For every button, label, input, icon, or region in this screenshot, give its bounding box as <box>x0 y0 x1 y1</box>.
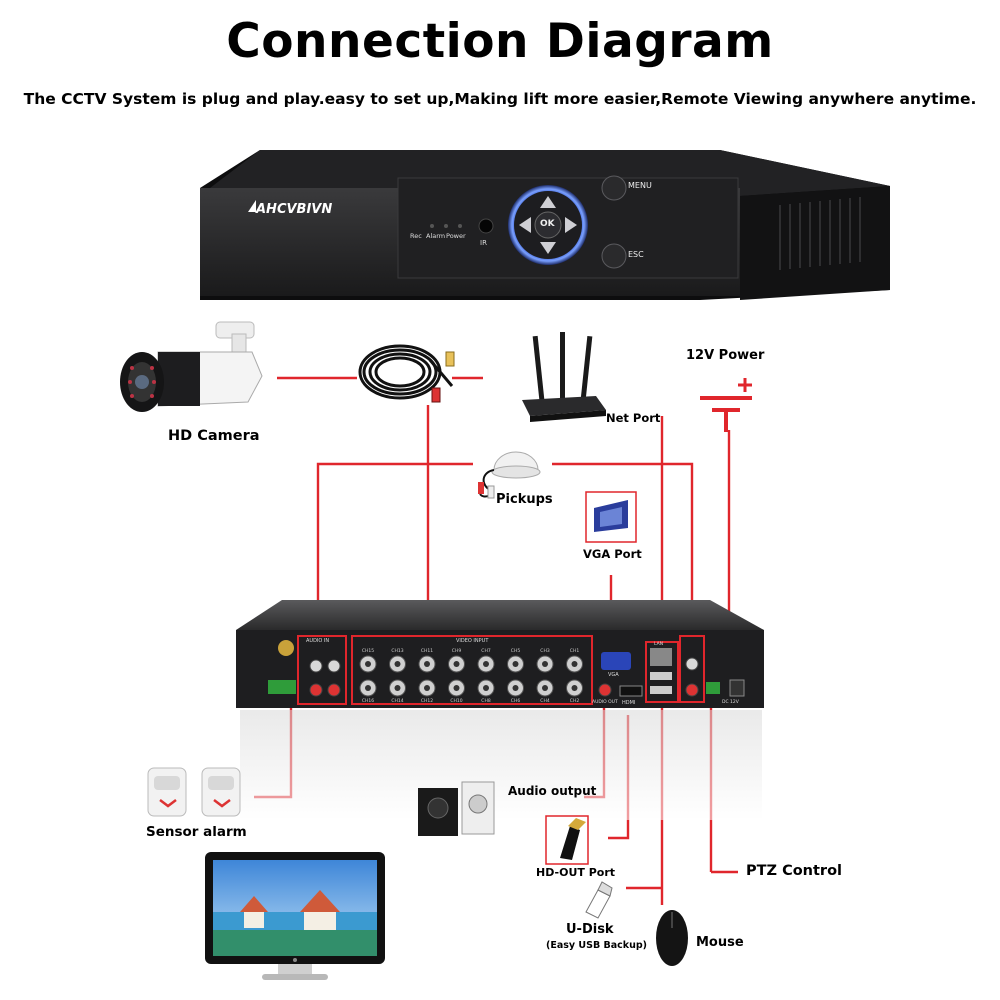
video-input-label: VIDEO INPUT <box>456 638 489 644</box>
dvr-front <box>200 150 890 300</box>
pickups-label: Pickups <box>496 492 553 507</box>
esc-label: ESC <box>628 250 644 259</box>
channel-label: CH12 <box>421 698 433 704</box>
hdmi-plug-icon <box>545 815 589 865</box>
channel-label: CH16 <box>362 698 374 704</box>
esc-button[interactable] <box>601 243 627 269</box>
power-indicator-label: Power <box>446 232 466 240</box>
audio-out-label: AUDIO OUT <box>592 700 618 705</box>
bnc-pin <box>365 661 371 667</box>
page-subtitle: The CCTV System is plug and play.easy to… <box>23 90 977 108</box>
bnc-pin <box>424 685 430 691</box>
page-title: Connection Diagram <box>226 14 774 69</box>
brand-logo-mark <box>248 200 256 212</box>
bnc-pin <box>542 661 548 667</box>
channel-label: CH14 <box>391 698 403 704</box>
ptz-control-label: PTZ Control <box>746 863 843 879</box>
bnc-pin <box>394 661 401 667</box>
camera-icon <box>120 321 263 412</box>
bnc-pin <box>542 685 548 691</box>
channel-label: CH15 <box>362 648 374 654</box>
channel-label: CH2 <box>570 698 580 704</box>
channel-label: CH8 <box>481 698 491 704</box>
bnc-pin <box>512 685 519 691</box>
bnc-pin <box>483 661 489 667</box>
dpad-ring <box>508 185 588 265</box>
u-disk-note: (Easy USB Backup) <box>546 940 648 951</box>
bnc-pin <box>512 661 519 667</box>
channel-label: CH11 <box>421 648 433 654</box>
microphone-icon <box>478 451 541 499</box>
sensor-alarm-icon <box>147 767 241 817</box>
dc-port-label: DC 12V <box>722 700 739 705</box>
mouse-icon <box>656 910 688 966</box>
vga-connector-icon <box>585 491 637 543</box>
menu-label: MENU <box>628 181 652 190</box>
channel-label: CH5 <box>511 648 521 654</box>
bnc-pin <box>394 685 401 691</box>
bnc-pin <box>571 661 578 667</box>
ok-button-label[interactable]: OK <box>540 219 555 229</box>
vga-port-label: VGA <box>608 672 619 678</box>
monitor-icon <box>205 852 385 980</box>
channel-label: CH9 <box>452 648 462 654</box>
cable-coil-icon <box>358 344 455 403</box>
audio-output-label: Audio output <box>508 784 597 798</box>
u-disk-label: U-Disk <box>566 922 614 937</box>
menu-button[interactable] <box>601 175 627 201</box>
ir-sensor <box>478 218 494 234</box>
bnc-row-bottom: CH16 CH14 CH12 CH10 CH8 CH6 CH4 CH2 <box>359 679 583 704</box>
bnc-pin <box>453 685 460 691</box>
router-icon <box>522 332 606 422</box>
bnc-pin <box>453 661 460 667</box>
channel-label: CH10 <box>450 698 462 704</box>
channel-label: CH7 <box>481 648 491 654</box>
speakers-icon <box>418 781 495 836</box>
hd-out-port-label: HD-OUT Port <box>536 866 616 879</box>
power-label: 12V Power <box>686 348 765 363</box>
ir-label: IR <box>480 239 487 247</box>
audio-in-label: AUDIO IN <box>306 638 330 644</box>
net-port-label: Net Port <box>606 411 661 425</box>
lan-port-label: LAN <box>654 642 664 647</box>
bnc-pin <box>365 685 371 691</box>
bnc-pin <box>424 661 430 667</box>
hdmi-port-label: HDMI <box>622 700 636 706</box>
hd-camera-label: HD Camera <box>168 428 260 444</box>
usb-stick-icon <box>585 881 613 919</box>
dvr-rear <box>236 600 764 820</box>
channel-label: CH6 <box>511 698 521 704</box>
dvr-brand-label: AHCVBIVN <box>256 202 333 217</box>
channel-label: CH4 <box>540 698 550 704</box>
power-symbol-icon <box>700 378 752 432</box>
rec-indicator-label: Rec <box>410 232 422 240</box>
alarm-indicator-label: Alarm <box>426 232 446 240</box>
vent-slots <box>779 197 861 270</box>
bnc-row-top: CH15 CH13 CH11 CH9 CH7 CH5 CH3 CH1 <box>359 648 583 673</box>
channel-label: CH1 <box>570 648 580 654</box>
bnc-pin <box>571 685 578 691</box>
vga-port-caption: VGA Port <box>583 547 642 561</box>
sensor-alarm-label: Sensor alarm <box>146 824 247 840</box>
channel-label: CH3 <box>540 648 550 654</box>
mouse-label: Mouse <box>696 935 744 950</box>
channel-label: CH13 <box>391 648 403 654</box>
bnc-pin <box>483 685 489 691</box>
